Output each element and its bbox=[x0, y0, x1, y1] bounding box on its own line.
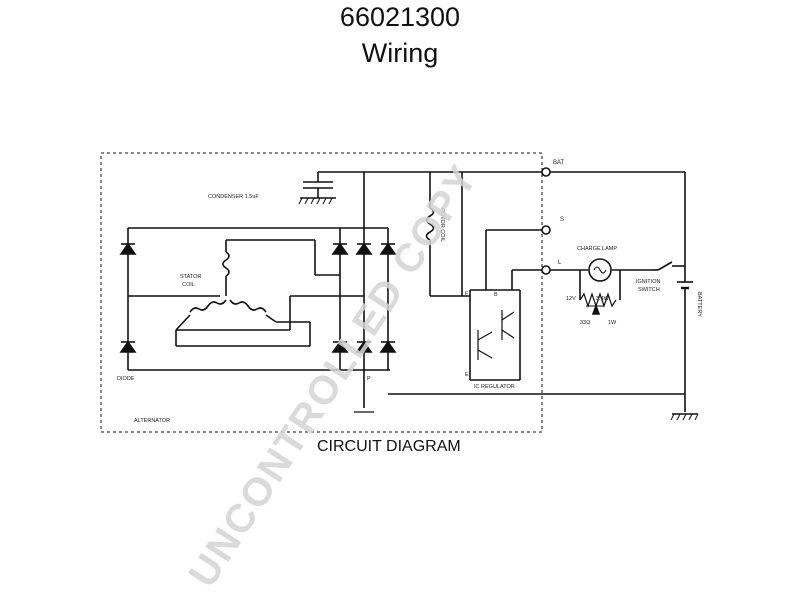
rotor-coil bbox=[425, 172, 470, 297]
stator-coil bbox=[175, 239, 364, 347]
circuit-diagram-caption: CIRCUIT DIAGRAM bbox=[317, 438, 461, 455]
lamp-voltage-label: 12V bbox=[566, 296, 576, 302]
lamp-wattage-label: 3.4W bbox=[596, 296, 610, 302]
resistor-icon bbox=[579, 292, 617, 308]
condenser bbox=[298, 172, 336, 205]
rotor-coil-label: ROTOR COIL bbox=[439, 208, 445, 242]
bat-terminal bbox=[541, 167, 551, 177]
battery-label: BATTERY bbox=[696, 292, 702, 317]
diode-icon bbox=[119, 340, 137, 353]
diode-icon bbox=[355, 242, 373, 255]
diode-icon bbox=[355, 340, 373, 353]
diode-icon bbox=[119, 242, 137, 255]
wiring-subtitle: Wiring bbox=[361, 38, 439, 68]
diode-icon bbox=[379, 242, 397, 255]
diode-icon bbox=[331, 340, 349, 353]
s-terminal-label: S bbox=[560, 217, 564, 223]
rectifier-bridge-right bbox=[331, 172, 397, 370]
charge-lamp-label: CHARGE LAMP bbox=[577, 246, 617, 252]
s-terminal bbox=[541, 225, 551, 235]
p-terminal-label: P bbox=[367, 376, 371, 382]
alternator-label: ALTERNATOR bbox=[134, 418, 170, 424]
watermark: UNCONTROLLED COPY bbox=[181, 157, 487, 595]
charge-lamp-circuit bbox=[550, 258, 650, 315]
stator-coil-label: STATOR bbox=[180, 274, 201, 280]
bat-terminal-label: BAT bbox=[553, 160, 565, 166]
condenser-label: CONDENSER 1.5uF bbox=[208, 194, 259, 200]
ignition-switch-label-2: SWITCH bbox=[638, 287, 660, 293]
part-number-title: 66021300 bbox=[339, 2, 461, 32]
b-terminal-label: B bbox=[494, 292, 498, 298]
resistor-watt-label: 1W bbox=[608, 320, 617, 326]
f-terminal-label: F bbox=[465, 291, 469, 297]
stator-coil-label-2: COIL bbox=[182, 282, 195, 288]
lamp-icon bbox=[588, 258, 612, 282]
diode-icon bbox=[379, 340, 397, 353]
e-terminal-label: E bbox=[465, 372, 469, 378]
battery bbox=[542, 266, 699, 421]
resistor-ohm-label: 33Ω bbox=[580, 320, 590, 326]
ic-regulator bbox=[388, 172, 546, 395]
rectifier-bridge-left bbox=[119, 227, 390, 371]
ic-regulator-label: IC REGULATOR bbox=[474, 384, 515, 390]
l-terminal bbox=[541, 265, 551, 275]
ignition-switch-label: IGNITION bbox=[636, 279, 660, 285]
l-terminal-label: L bbox=[558, 260, 562, 266]
ignition-switch bbox=[650, 261, 685, 271]
diode-icon bbox=[331, 242, 349, 255]
diode-label: DIODE bbox=[117, 376, 135, 382]
